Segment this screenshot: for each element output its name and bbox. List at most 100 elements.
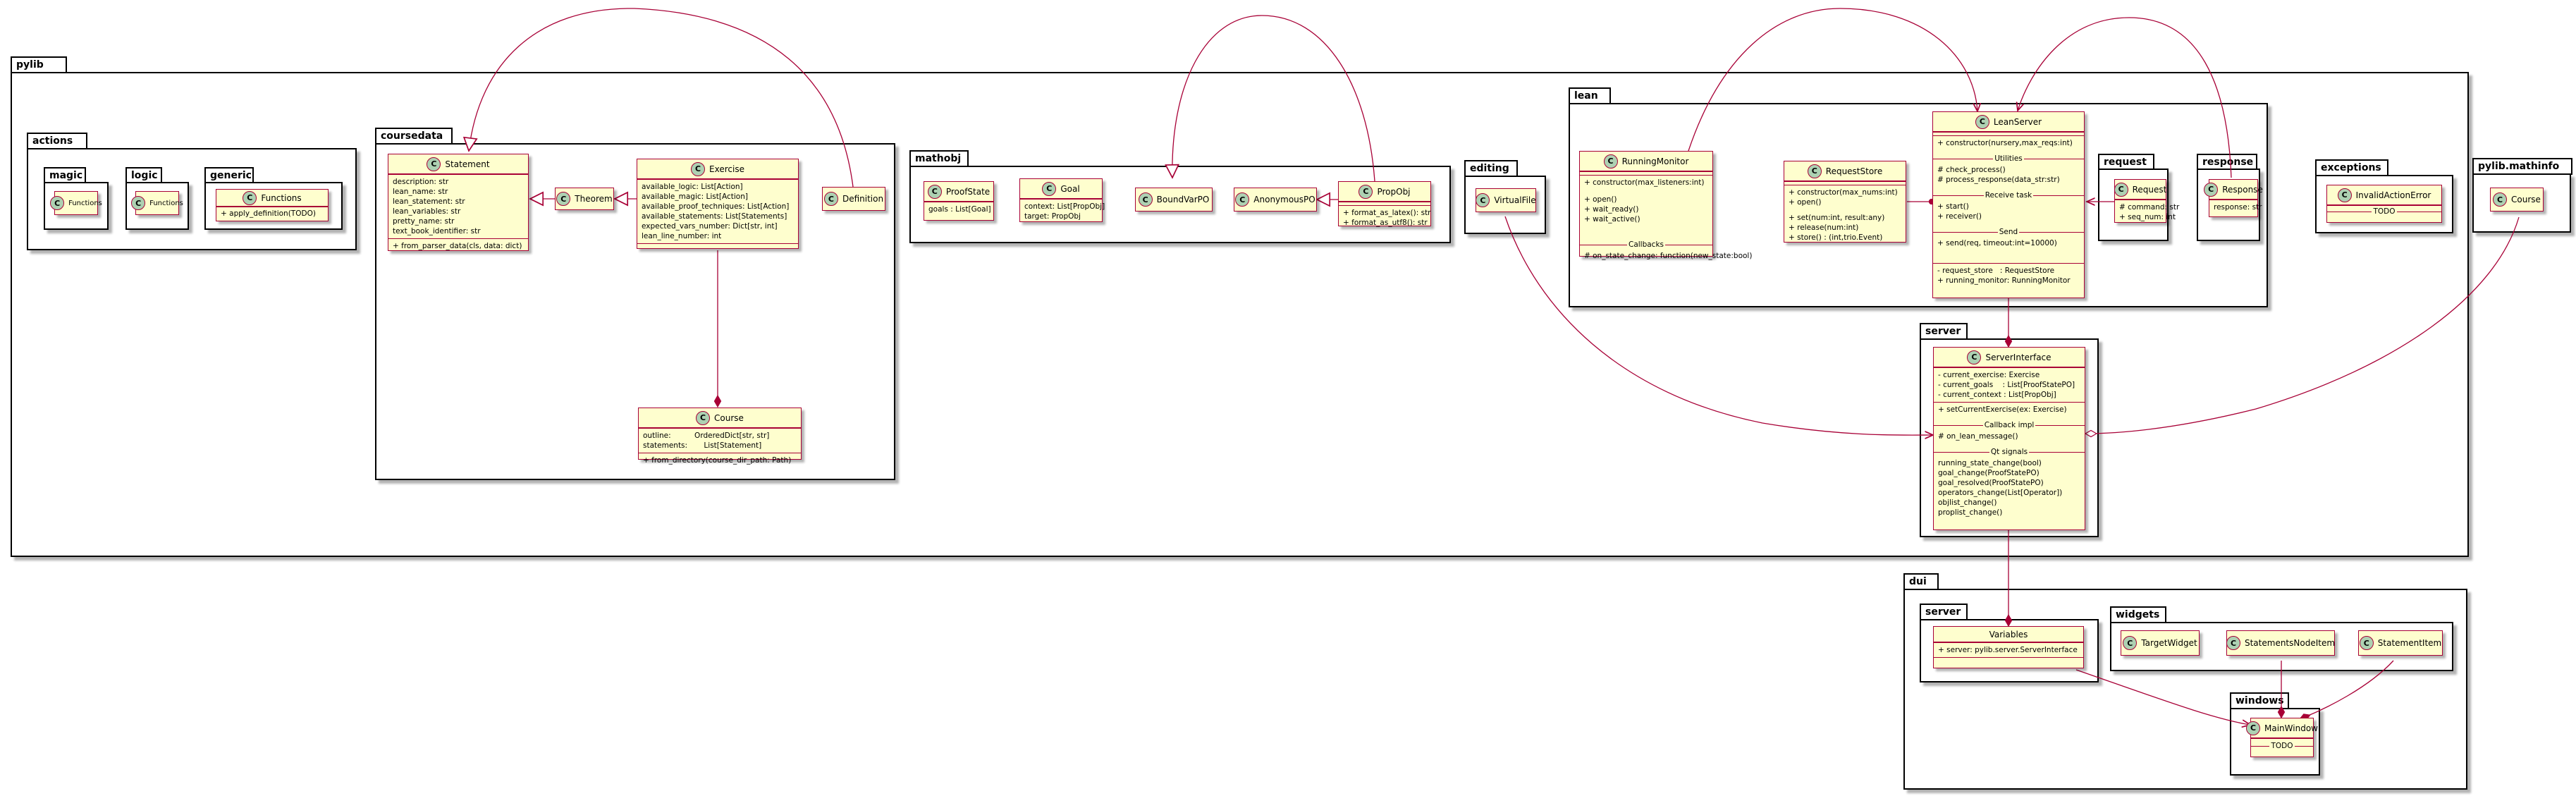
class-name: Response — [2222, 184, 2263, 195]
class-icon: C — [2246, 721, 2261, 735]
field: pretty_name: str — [393, 217, 455, 226]
class-name: Exercise — [709, 164, 744, 174]
pkg-tab-widgets: widgets — [2110, 606, 2166, 623]
field: - current_goals : List[ProofStatePO] — [1938, 381, 2075, 389]
class-icon: C — [131, 196, 146, 210]
pkg-tab-editing: editing — [1464, 160, 1518, 177]
class-icon: C — [2114, 182, 2128, 197]
class-name: Variables — [1989, 629, 2028, 639]
pkg-tab-pylib: pylib — [11, 56, 67, 73]
class-name: Functions — [149, 199, 183, 207]
field: statements: List[Statement] — [643, 441, 762, 450]
class-icon: C — [556, 192, 571, 206]
class-icon: C — [50, 196, 65, 210]
class-icon: C — [1967, 350, 1982, 365]
class-icon: C — [427, 157, 441, 171]
class-name: MainWindow — [2264, 723, 2318, 733]
section-label-signals: Qt signals — [1989, 448, 2030, 456]
class-icon: C — [1807, 164, 1822, 178]
method: # process_response(data_str:str) — [1937, 176, 2060, 184]
method: + constructor(nursery,max_reqs:int) — [1937, 139, 2073, 147]
class-theorem[interactable]: C Theorem — [555, 188, 614, 210]
class-icon: C — [243, 190, 257, 205]
pkg-tab-lean: lean — [1569, 87, 1611, 104]
pkg-tab-logic: logic — [125, 167, 162, 184]
class-name: ServerInterface — [1985, 352, 2051, 362]
class-name: TargetWidget — [2141, 638, 2197, 648]
field: - current_context : List[PropObj] — [1938, 391, 2056, 399]
signal: goal_resolved(ProofStatePO) — [1938, 479, 2044, 487]
class-icon: C — [823, 192, 838, 206]
method — [1584, 188, 1708, 195]
method: # on_lean_message() — [1938, 432, 2018, 441]
field: # command: str — [2119, 203, 2180, 212]
field: lean_line_number: int — [642, 232, 722, 240]
class-name: Statement — [445, 159, 490, 169]
method — [1789, 207, 1901, 213]
section-label-callbacks: Callbacks — [1626, 240, 1666, 249]
method: + store() : (int,trio.Event) — [1789, 233, 1883, 242]
class-icon: C — [1042, 181, 1057, 196]
link-definition-statement — [469, 8, 854, 188]
class-variables[interactable]: Variables + server: pylib.server.ServerI… — [1933, 626, 2084, 668]
link-runningmonitor-leanserver — [1688, 8, 1977, 152]
class-name: Definition — [842, 194, 884, 204]
class-icon: C — [1358, 184, 1373, 199]
method: + release(num:int) — [1789, 224, 1859, 232]
class-name: Functions — [261, 192, 302, 203]
field: - current_exercise: Exercise — [1938, 371, 2040, 379]
class-icon: C — [1235, 192, 1250, 207]
class-name: RunningMonitor — [1621, 156, 1689, 166]
class-definition[interactable]: C Definition — [822, 187, 885, 211]
field: + server: pylib.server.ServerInterface — [1938, 646, 2078, 654]
class-name: Theorem — [575, 194, 613, 204]
signal: goal_change(ProofStatePO) — [1938, 469, 2040, 477]
method: + set(num:int, result:any) — [1789, 214, 1885, 222]
todo-label: TODO — [2372, 207, 2397, 216]
class-name: AnonymousPO — [1253, 195, 1315, 204]
pkg-tab-server: server — [1920, 323, 1968, 340]
field: context: List[PropObj] — [1024, 202, 1105, 211]
method: + constructor(max_nums:int) — [1789, 188, 1898, 197]
method: + start() — [1937, 202, 1969, 211]
class-icon: C — [2123, 636, 2138, 650]
section-label-receive: Receive task — [1983, 191, 2034, 200]
field: - request_store : RequestStore — [1937, 267, 2055, 275]
section-label-callback: Callback impl — [1982, 421, 2036, 429]
class-icon: C — [1476, 193, 1490, 207]
link-variables-mainwindow — [2075, 669, 2250, 725]
link-propobj-boundvarpo — [1172, 15, 1375, 182]
class-icon: C — [1138, 192, 1153, 207]
method: + wait_active() — [1584, 215, 1640, 224]
pkg-tab-pylib-mathinfo: pylib.mathinfo — [2472, 158, 2572, 175]
class-icon: C — [1975, 114, 1989, 129]
method: + format_as_latex(): str — [1343, 209, 1431, 217]
class-name: StatementsNodeItem — [2244, 638, 2336, 648]
field: available_proof_techniques: List[Action] — [642, 202, 790, 211]
method: + receiver() — [1937, 212, 1982, 221]
